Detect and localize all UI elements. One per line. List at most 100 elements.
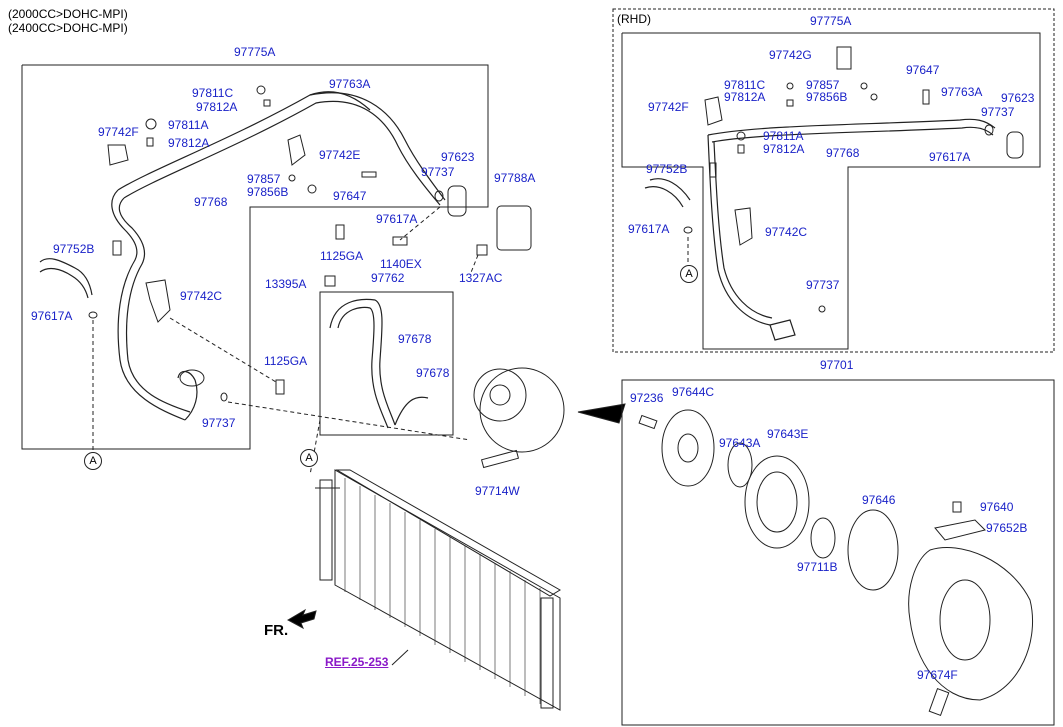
label-97643A[interactable]: 97643A [719, 436, 761, 450]
rhd-part-97812A-a [786, 99, 794, 107]
rhd-label-97617A-a[interactable]: 97617A [929, 150, 971, 164]
label-97752B[interactable]: 97752B [53, 242, 95, 256]
rhd-label-97811A[interactable]: 97811A [763, 129, 804, 143]
label-97643E[interactable]: 97643E [767, 427, 809, 441]
rhd-label-97811C[interactable]: 97811C [724, 78, 766, 92]
label-97812A-a[interactable]: 97812A [196, 100, 238, 114]
leader-lines [92, 206, 689, 476]
rhd-label-97623[interactable]: 97623 [1001, 91, 1035, 105]
label-1125GA-a[interactable]: 1125GA [320, 249, 364, 263]
rhd-part-97737-b [818, 305, 826, 313]
rhd-label-97812A-b[interactable]: 97812A [763, 142, 805, 156]
front-arrow-icon [286, 608, 317, 630]
label-97236[interactable]: 97236 [630, 391, 664, 405]
rhd-bracket-97742F [704, 96, 723, 126]
nut-1327AC [476, 244, 488, 256]
rhd-part-97647 [922, 89, 930, 105]
part-97812A-b [146, 137, 154, 147]
rhd-switch-97752B [709, 162, 717, 178]
label-97617A-b[interactable]: 97617A [31, 309, 73, 323]
rhd-label-97812A-a[interactable]: 97812A [724, 90, 766, 104]
label-97768[interactable]: 97768 [194, 195, 228, 209]
oring-97617A [88, 311, 98, 319]
label-97742C[interactable]: 97742C [180, 289, 223, 303]
label-97678-b[interactable]: 97678 [416, 366, 450, 380]
compressor-center [479, 367, 565, 453]
rhd-label-97617A-b[interactable]: 97617A [628, 222, 670, 236]
rhd-part-97812A-b [737, 144, 745, 154]
bracket-97742C [145, 279, 171, 323]
rhd-label-97742G[interactable]: 97742G [769, 48, 812, 62]
rhd-frame [612, 8, 1055, 353]
rhd-label-97737-a[interactable]: 97737 [981, 105, 1015, 119]
hose-97752B [39, 258, 93, 296]
label-97678-a[interactable]: 97678 [398, 332, 432, 346]
part-97647 [361, 171, 377, 178]
ref-link[interactable]: REF.25-253 [325, 655, 389, 669]
rhd-label-97647[interactable]: 97647 [906, 63, 940, 77]
label-1140EX[interactable]: 1140EX [380, 257, 422, 271]
marker-a-left: A [84, 452, 102, 470]
front-label: FR. [264, 622, 289, 639]
hose-97762-c [394, 396, 429, 426]
rhd-label-97857[interactable]: 97857 [806, 78, 840, 92]
oring-97737-b [220, 392, 228, 402]
condenser [315, 469, 561, 711]
label-97737-b[interactable]: 97737 [202, 416, 236, 430]
label-97711B[interactable]: 97711B [797, 560, 838, 574]
label-97737-a[interactable]: 97737 [421, 165, 455, 179]
rhd-label-97742F[interactable]: 97742F [648, 100, 689, 114]
rhd-inner-frame [621, 32, 1041, 350]
label-97644C[interactable]: 97644C [672, 385, 715, 399]
label-97811A[interactable]: 97811A [168, 118, 209, 132]
label-97775A[interactable]: 97775A [234, 45, 276, 59]
label-97857[interactable]: 97857 [247, 172, 281, 186]
label-97742F[interactable]: 97742F [98, 125, 139, 139]
receiver-97623 [447, 185, 467, 217]
rhd-label-97768[interactable]: 97768 [826, 146, 860, 160]
marker-a-center: A [300, 449, 318, 467]
switch-97752B [112, 240, 122, 256]
compressor-exploded [638, 409, 1034, 716]
rhd-label-97856B[interactable]: 97856B [806, 90, 848, 104]
label-97647[interactable]: 97647 [333, 189, 367, 203]
label-97652B[interactable]: 97652B [986, 521, 1028, 535]
rhd-receiver-97623 [1006, 131, 1024, 159]
label-97856B[interactable]: 97856B [247, 185, 289, 199]
label-97674F[interactable]: 97674F [917, 668, 958, 682]
rhd-label-97763A[interactable]: 97763A [941, 85, 983, 99]
label-97812A-b[interactable]: 97812A [168, 136, 210, 150]
label-97640[interactable]: 97640 [980, 500, 1014, 514]
label-97623[interactable]: 97623 [441, 150, 475, 164]
rhd-part-97742G [836, 46, 852, 70]
bolt-97714W [480, 449, 520, 469]
label-97788A[interactable]: 97788A [494, 171, 536, 185]
expand-arrow-icon [577, 403, 626, 424]
discharge-hose-frame [319, 291, 454, 436]
rhd-label-97737-b[interactable]: 97737 [806, 278, 840, 292]
label-97646[interactable]: 97646 [862, 493, 896, 507]
label-97617A-a[interactable]: 97617A [376, 212, 418, 226]
rhd-label-97742C[interactable]: 97742C [765, 225, 808, 239]
part-97812A-a [263, 99, 271, 107]
hose-97762-b [337, 306, 389, 429]
label-13395A[interactable]: 13395A [265, 277, 307, 291]
part-97811C [256, 85, 266, 95]
rhd-label-97775A[interactable]: 97775A [810, 14, 852, 28]
bolt-1140EX [392, 236, 408, 246]
label-97763A[interactable]: 97763A [329, 77, 371, 91]
label-1125GA-b[interactable]: 1125GA [264, 354, 308, 368]
part-97811A [145, 118, 157, 130]
rhd-label-97752B[interactable]: 97752B [646, 162, 688, 176]
label-97762[interactable]: 97762 [371, 271, 405, 285]
ref-leader [391, 649, 409, 666]
rhd-part-97856B [870, 93, 878, 101]
nut-13395A [324, 275, 336, 287]
label-97701[interactable]: 97701 [820, 358, 854, 372]
label-97811C[interactable]: 97811C [192, 86, 234, 100]
label-97742E[interactable]: 97742E [319, 148, 361, 162]
label-1327AC[interactable]: 1327AC [459, 271, 503, 285]
label-97714W[interactable]: 97714W [475, 484, 520, 498]
